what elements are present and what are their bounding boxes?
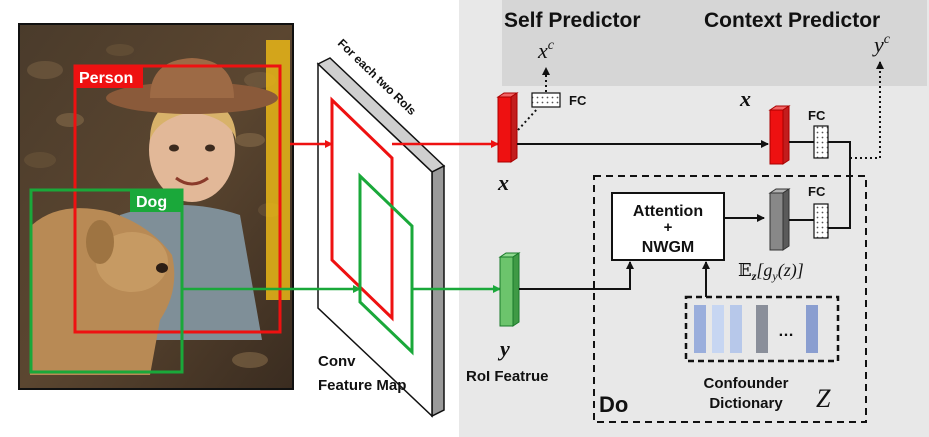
person-label: Person [79,70,133,87]
attention-plus: + [664,219,673,236]
dog-nose [156,263,168,273]
roi-feature-caption: RoI Featrue [466,368,549,385]
feature-map-red-roi [330,96,394,322]
context-fc-top-label: FC [808,108,826,123]
self-fc-label: FC [569,93,587,108]
y-feature-label: y [497,336,510,361]
y-feature-block [498,252,521,327]
eye-right [205,144,215,152]
fc-merge-connector [828,141,851,229]
eye-left [169,144,179,152]
context-output-arrow [850,61,884,159]
dictionary-entry [730,305,742,353]
attention-line1: Attention [633,203,703,220]
feature-map-green-roi [358,172,414,356]
x-feature-label: x [497,170,509,195]
context-fc-top-block [813,125,829,159]
attention-box [611,192,725,261]
hat-crown [150,58,234,98]
dog-ear [86,220,114,264]
context-fc-bottom-label: FC [808,184,826,199]
self-fc-block [531,92,561,108]
feature-map-caption-1: Conv [318,353,356,370]
dictionary-entries [694,305,818,353]
person-label-bg [75,66,143,88]
dictionary-symbol: Z [816,384,831,413]
x-feature-label-right: x [739,86,751,111]
dictionary-caption-1: Confounder [704,375,789,392]
dictionary-entry [806,305,818,353]
do-label: Do [599,392,628,417]
mouth [175,176,209,186]
feature-map-side-edge [431,164,445,418]
child-face [149,98,235,202]
attention-line2: NWGM [642,239,694,256]
expectation-formula: 𝔼z[gy(z)] [738,260,804,283]
do-block-frame [593,175,867,423]
self-output: xc [537,38,555,63]
dictionary-ellipsis: … [778,323,794,340]
x-feature-block [496,92,519,163]
dog-head [96,232,168,292]
context-fc-bottom-block [813,203,829,239]
dictionary-entry [694,305,706,353]
context-output: yc [872,32,891,57]
dog-label: Dog [136,194,167,211]
x-feature-block-right [768,105,791,165]
expectation-block [768,188,791,251]
dictionary-entry [756,305,768,353]
feature-map-caption-2: Feature Map [318,377,406,394]
dog-box [29,188,184,374]
dictionary-frame [684,295,840,363]
feature-map-front [317,62,433,418]
yellow-slide [266,40,290,300]
dog-label-bg [130,190,182,212]
predictor-header [502,0,927,86]
context-predictor-title: Context Predictor [704,9,880,32]
photo: Person Dog [18,23,294,390]
feature-map: For each two RoIs Conv Feature Map [316,36,446,418]
person-box [73,64,282,334]
dictionary-caption-2: Dictionary [709,395,783,412]
y-to-attention-arrow [519,261,634,290]
dictionary-entry [712,305,724,353]
self-predictor-title: Self Predictor [504,9,641,32]
